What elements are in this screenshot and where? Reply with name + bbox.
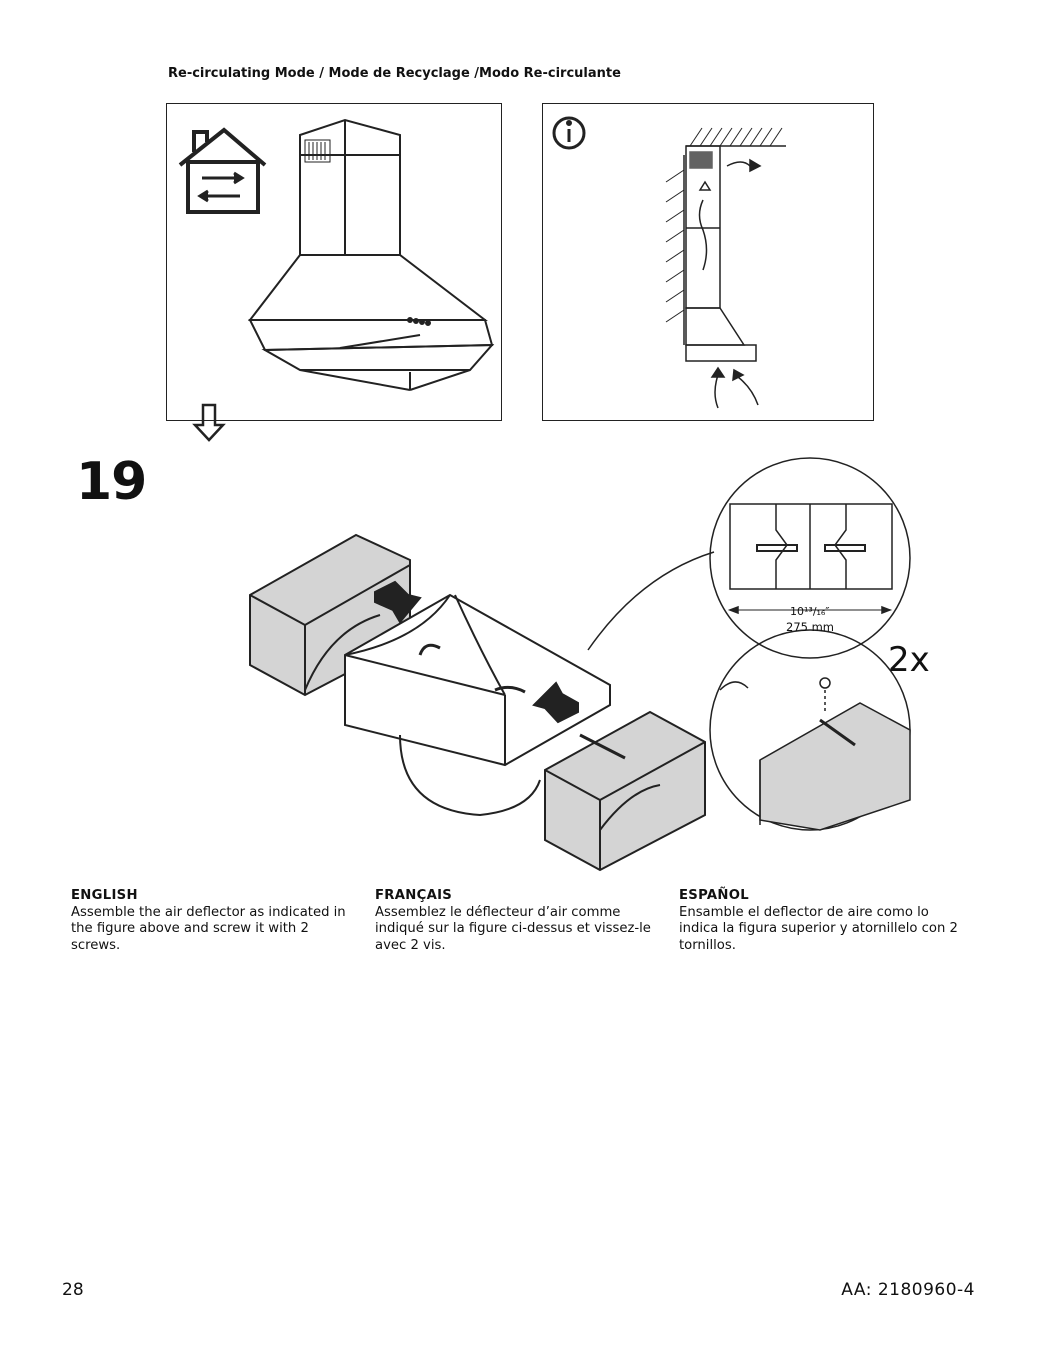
recirculation-hood-panel — [166, 103, 502, 421]
language-heading: ENGLISH — [71, 888, 138, 903]
detail-circle-top — [587, 457, 911, 659]
air-deflector-assembly — [249, 533, 706, 872]
language-heading: ESPAÑOL — [679, 888, 749, 903]
screw-quantity: 2x — [888, 640, 930, 680]
down-arrow-icon — [192, 403, 226, 442]
step-number: 19 — [76, 452, 147, 512]
hood-drawing — [247, 118, 495, 391]
detail-circle-bottom — [709, 629, 911, 831]
dimension-mm: 275 mm — [786, 620, 835, 634]
language-heading: FRANÇAIS — [375, 888, 453, 903]
page-title: Re-circulating Mode / Mode de Recyclage … — [168, 66, 621, 81]
instruction-french: FRANÇAIS Assemblez le déflecteur d’air c… — [375, 888, 670, 954]
instruction-text: Assemble the air deflector as indicated … — [71, 904, 346, 953]
instruction-text: Assemblez le déflecteur d’air comme indi… — [375, 904, 651, 953]
document-id: AA: 2180960-4 — [841, 1280, 975, 1300]
house-recirculation-icon — [178, 127, 267, 214]
side-view-drawing — [665, 127, 786, 409]
dimension-inch: 10¹³/₁₆″ — [790, 605, 830, 618]
info-icon — [552, 116, 586, 150]
airflow-side-view-panel — [542, 103, 874, 421]
instruction-spanish: ESPAÑOL Ensamble el deflector de aire co… — [679, 888, 974, 954]
page-number: 28 — [62, 1280, 84, 1300]
instruction-english: ENGLISH Assemble the air deflector as in… — [71, 888, 366, 954]
instruction-text: Ensamble el deflector de aire como lo in… — [679, 904, 958, 953]
